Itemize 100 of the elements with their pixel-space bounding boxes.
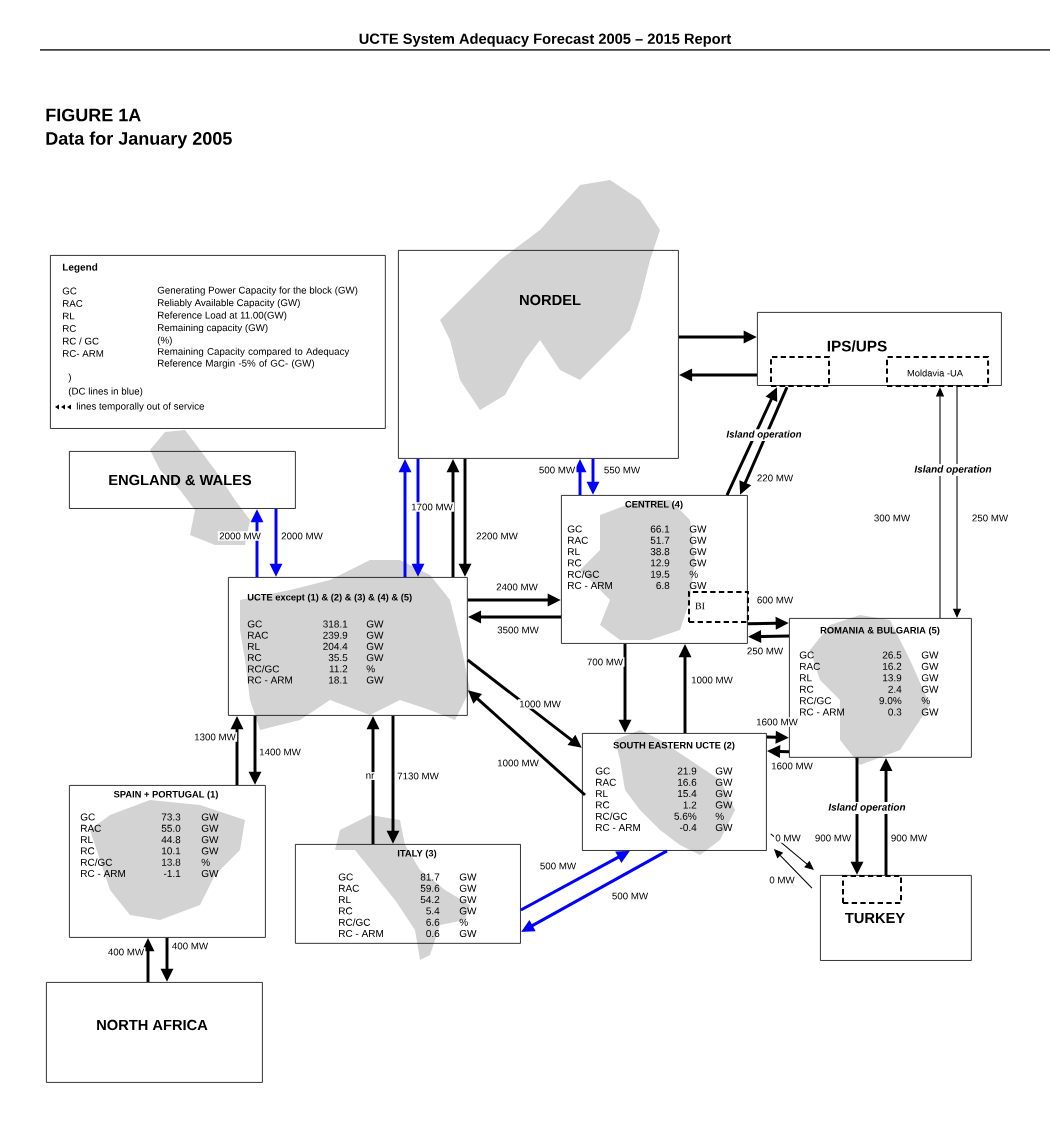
table-cell: GW bbox=[366, 642, 384, 650]
table-cell: -1.1 bbox=[163, 870, 181, 877]
table-cell: RAC bbox=[339, 884, 359, 892]
table-cell: GW bbox=[366, 676, 384, 684]
table-cell: 16.2 bbox=[883, 662, 902, 670]
table-cell: GW bbox=[201, 847, 219, 855]
legend-text: (DC lines in blue) bbox=[68, 387, 143, 397]
table-cell: RC/GC bbox=[568, 570, 600, 578]
figure-subtitle: Data for January 2005 bbox=[46, 131, 232, 149]
table-cell: GW bbox=[921, 674, 939, 682]
legend-key: RAC bbox=[63, 300, 83, 307]
table-cell: RC - ARM bbox=[81, 869, 125, 878]
table-cell: 1.2 bbox=[683, 801, 697, 809]
legend-text: (%) bbox=[157, 336, 172, 346]
table-cell: 35.5 bbox=[328, 654, 348, 662]
legend-text: Reference Load at 11.00(GW) bbox=[158, 311, 287, 321]
table-cell: % bbox=[715, 812, 724, 820]
table-cell: RC bbox=[339, 907, 353, 915]
table-cell: GC bbox=[799, 651, 814, 659]
region-heading: ITALY (3) bbox=[397, 849, 437, 859]
table-cell: 38.8 bbox=[650, 548, 670, 556]
table-cell: GW bbox=[921, 685, 939, 693]
edge-label: 900 MW bbox=[889, 833, 929, 843]
legend-title: Legend bbox=[62, 263, 98, 273]
edge-label: 300 MW bbox=[872, 513, 912, 523]
table-cell: RC bbox=[248, 654, 262, 662]
table-cell: GW bbox=[459, 873, 477, 881]
page-header: UCTE System Adequacy Forecast 2005 – 2015 Report bbox=[359, 33, 732, 47]
table-cell: 2.4 bbox=[888, 685, 902, 693]
table-cell: 13.9 bbox=[883, 674, 902, 682]
edge-label: 550 MW bbox=[602, 465, 642, 475]
table-cell: GW bbox=[689, 548, 707, 556]
table-cell: RL bbox=[81, 836, 93, 844]
region-heading: SOUTH EASTERN UCTE (2) bbox=[613, 741, 735, 751]
edge-label: 400 MW bbox=[106, 947, 146, 957]
edge-label: 700 MW bbox=[585, 657, 625, 667]
edge-label: 2000 MW bbox=[217, 531, 263, 541]
table-cell: RC/GC bbox=[596, 812, 628, 820]
table-cell: % bbox=[366, 665, 375, 673]
legend-key: RC- ARM bbox=[63, 350, 104, 357]
legend-text: Remaining capacity (GW) bbox=[158, 324, 268, 334]
table-cell: RC bbox=[81, 847, 95, 855]
legend-key: RC bbox=[63, 325, 76, 332]
legend-text: Reliably Available Capacity (GW) bbox=[158, 299, 300, 309]
table-cell: 55.0 bbox=[161, 824, 181, 832]
table-cell: 6.6 bbox=[426, 918, 440, 926]
table-cell: GC bbox=[247, 620, 262, 628]
table-cell: 51.7 bbox=[650, 536, 670, 544]
edge-label: 2200 MW bbox=[474, 531, 520, 541]
table-cell: GW bbox=[689, 559, 707, 567]
legend-text: lines temporally out of service bbox=[76, 402, 204, 412]
table-cell: GC bbox=[567, 525, 582, 533]
legend-key: GC bbox=[62, 287, 77, 295]
table-cell: GW bbox=[459, 929, 477, 938]
table-cell: GW bbox=[715, 801, 733, 809]
table-cell: GW bbox=[201, 824, 219, 832]
table-cell: RL bbox=[248, 642, 260, 650]
table-cell: RAC bbox=[596, 778, 616, 786]
edge-label: 900 MW bbox=[813, 833, 853, 843]
table-cell: RL bbox=[339, 896, 351, 904]
legend-text: Generating Power Capacity for the block (GW) bbox=[157, 286, 358, 296]
table-cell: RL bbox=[800, 674, 812, 682]
edge-label: 1000 MW bbox=[517, 699, 563, 709]
table-cell: 73.3 bbox=[161, 813, 181, 821]
edge-label: 2000 MW bbox=[279, 531, 325, 541]
table-cell: 19.5 bbox=[651, 570, 670, 578]
table-cell: RC/GC bbox=[248, 665, 280, 673]
edge-label: 0 MW bbox=[773, 833, 803, 843]
table-cell: RC - ARM bbox=[339, 929, 383, 938]
edge-label: 0 MW bbox=[767, 875, 797, 885]
edge-label: 250 MW bbox=[745, 646, 785, 656]
table-cell: RL bbox=[568, 548, 580, 556]
region-heading: ROMANIA & BULGARIA (5) bbox=[820, 626, 940, 636]
table-cell: GW bbox=[459, 907, 477, 915]
table-cell: GC bbox=[338, 873, 353, 881]
table-cell: 10.1 bbox=[162, 847, 181, 855]
table-cell: RC/GC bbox=[81, 858, 113, 866]
edge-label: 1600 MW bbox=[769, 761, 815, 771]
table-cell: GW bbox=[366, 620, 384, 628]
table-cell: RL bbox=[596, 790, 608, 798]
edge-label: 500 MW bbox=[538, 861, 578, 871]
table-cell: GW bbox=[715, 767, 733, 775]
region-name: NORTH AFRICA bbox=[97, 1019, 208, 1031]
edge-label: 1000 MW bbox=[495, 758, 541, 768]
edge-label: 220 MW bbox=[755, 473, 795, 483]
edge-label: 1600 MW bbox=[754, 717, 800, 727]
region-name: IPS/UPS bbox=[827, 340, 887, 352]
table-cell: 11.2 bbox=[329, 665, 348, 673]
table-cell: RC/GC bbox=[339, 918, 371, 926]
table-cell: GW bbox=[689, 581, 707, 590]
region-name: TURKEY bbox=[845, 912, 905, 924]
table-cell: 9.0% bbox=[879, 697, 902, 705]
figure-title: FIGURE 1A bbox=[46, 108, 141, 122]
region-name: ENGLAND & WALES bbox=[109, 474, 252, 486]
legend-text: ) bbox=[68, 373, 71, 383]
edge-label: 1000 MW bbox=[689, 675, 735, 685]
region-name: Moldavia -UA bbox=[907, 369, 963, 377]
edge-label: 600 MW bbox=[755, 595, 795, 605]
dashed-box bbox=[770, 356, 830, 388]
edge-label: 1700 MW bbox=[409, 502, 455, 512]
